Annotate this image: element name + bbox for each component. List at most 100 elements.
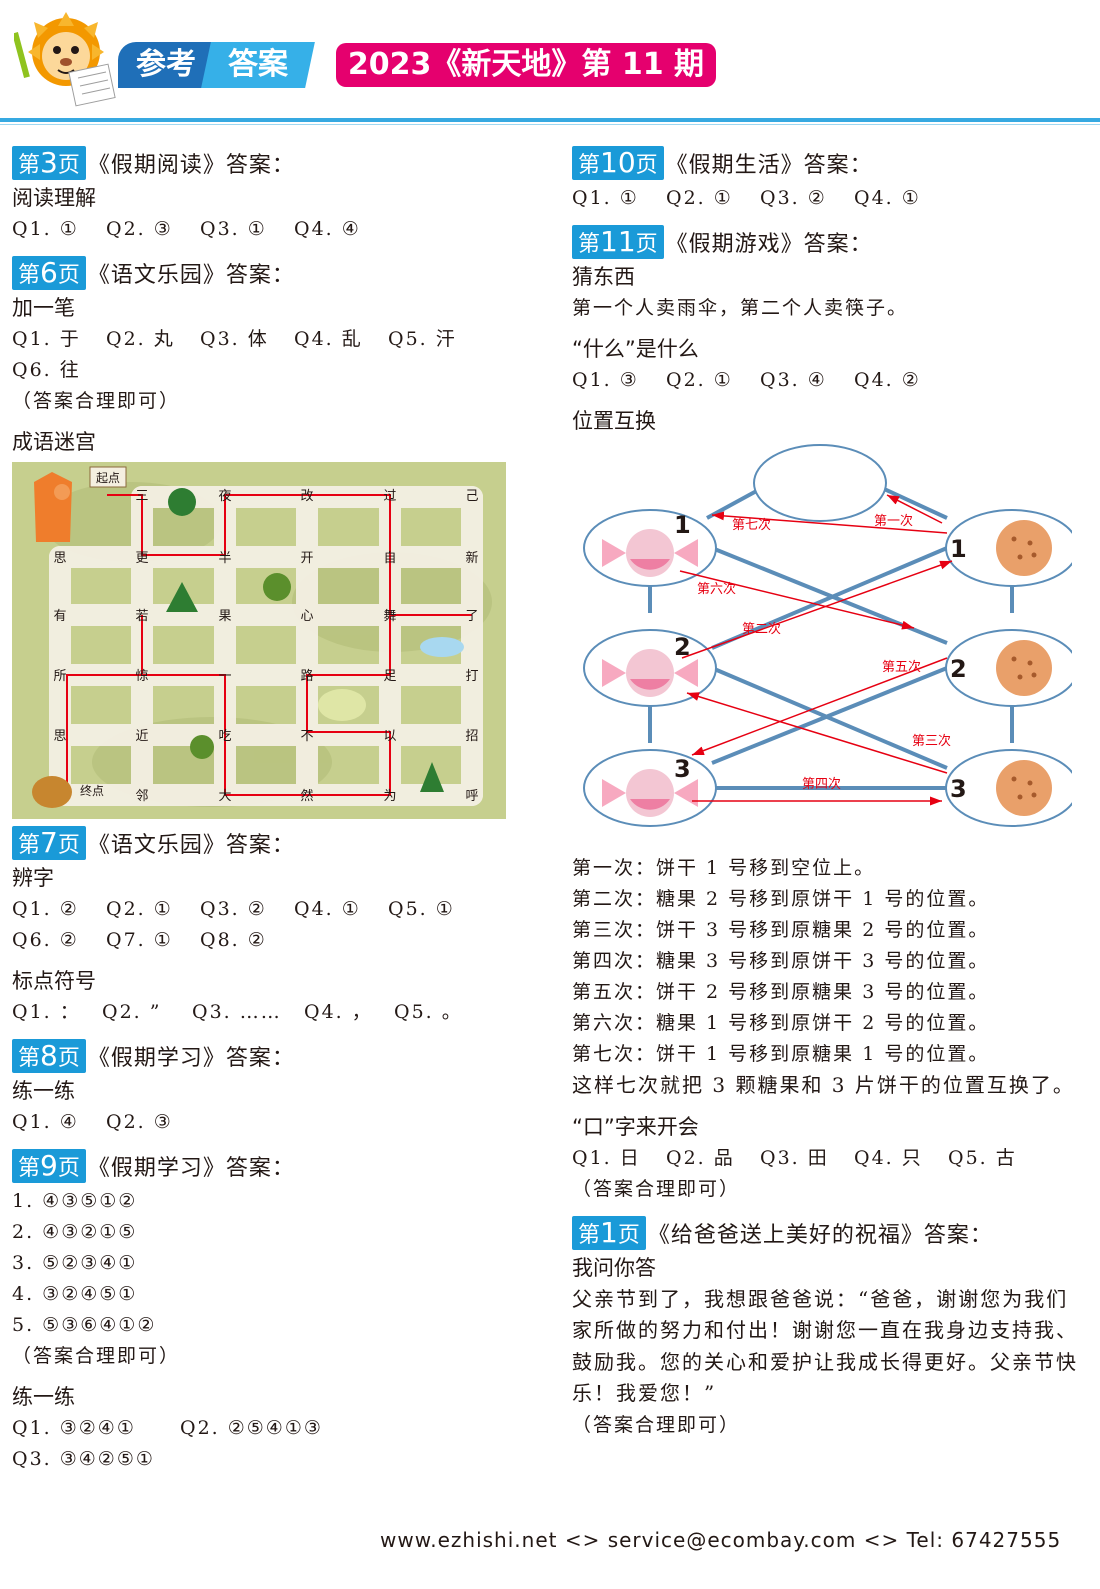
header-rule-thin [0,124,1100,125]
move-label: 第三次 [912,733,951,749]
answer-line: 2. ④③②①⑤ [12,1221,138,1243]
maze-char: 果 [218,609,231,624]
move-arrows [679,494,953,806]
step-line: 第七次：饼干 1 号移到原糖果 1 号的位置。 [572,1043,990,1065]
page-badge: 第10页 [572,146,664,180]
cookie-label: 2 [950,655,967,683]
maze-char: 思 [53,729,66,744]
maze-char: 夜 [218,489,231,504]
sub-heading: 位置互换 [572,409,656,433]
maze-char: 有 [53,609,66,624]
sub-heading: 练一练 [12,1385,75,1409]
section-title: 《假期学习》答案： [87,1046,295,1071]
answer-paragraph: 父亲节到了，我想跟爸爸说：“爸爸，谢谢您为我们家所做的努力和付出！谢谢您一直在我… [572,1286,1078,1406]
answer-line: Q1. ：Q2. ”Q3. ……Q4. ，Q5. 。 [12,1001,463,1023]
maze-char: 足 [383,669,396,684]
idiom-maze-image: 起点 终点 三夜改过己思更半开自新有若果心舞了所惊一路足打思近吃不以招邻大然为呼 [12,462,506,819]
step-summary: 这样七次就把 3 颗糖果和 3 片饼干的位置互换了。 [572,1073,1075,1097]
cookie-icon [996,520,1052,816]
move-label: 第五次 [882,659,921,675]
section-page-8: 第8页 《假期学习》答案： [12,1038,552,1074]
sub-heading: 成语迷宫 [12,430,96,454]
sub-heading: 阅读理解 [12,186,96,210]
move-label: 第七次 [732,517,771,533]
answer-text: 第一个人卖雨伞，第二个人卖筷子。 [572,297,909,319]
answer-line: 1. ④③⑤①② [12,1190,138,1212]
maze-char: 打 [465,669,478,684]
step-line: 第二次：糖果 2 号移到原饼干 1 号的位置。 [572,888,990,910]
candy-label: 3 [674,755,691,783]
section-page-3: 第3页 《假期阅读》答案： [12,145,552,181]
maze-char: 呼 [465,789,478,804]
maze-char: 若 [135,608,148,624]
maze-char: 过 [383,489,396,504]
answer-line: 5. ⑤③⑥④①② [12,1314,157,1336]
section-title: 《语文乐园》答案： [87,833,295,858]
sub-heading: 我问你答 [572,1255,656,1280]
step-line: 第一次：饼干 1 号移到空位上。 [572,857,876,879]
maze-char: 惊 [135,669,148,684]
squirrel-icon [34,472,72,542]
sub-heading: 练一练 [12,1079,75,1103]
maze-char: 邻 [135,789,148,804]
answer-note: （答案合理即可） [12,390,181,412]
section-title: 《语文乐园》答案： [87,263,295,288]
page-badge: 第1页 [572,1215,646,1250]
footer-contact: www.ezhishi.net <> service@ecombay.com <… [380,1528,1062,1552]
move-label: 第二次 [742,621,781,637]
section-title: 《假期游戏》答案： [665,232,873,257]
page-badge: 第6页 [12,256,86,290]
lion-mascot-icon [14,12,116,107]
maze-char: 然 [300,788,313,804]
maze-char: 舞 [383,609,396,624]
maze-characters: 三夜改过己思更半开自新有若果心舞了所惊一路足打思近吃不以招邻大然为呼 [53,489,478,804]
step-line: 第三次：饼干 3 号移到原糖果 2 号的位置。 [572,919,990,941]
header-rule [0,118,1100,122]
step-line: 第四次：糖果 3 号移到原饼干 3 号的位置。 [572,950,990,972]
issue-title: 2023《新天地》第 11 期 [336,43,716,87]
maze-char: 自 [383,551,396,566]
maze-char: 以 [383,729,396,744]
section-title: 《假期阅读》答案： [87,153,295,178]
candy-label: 1 [674,511,691,539]
maze-char: 为 [383,789,396,804]
answer-line: Q3. ③④②⑤① [12,1448,155,1470]
maze-char: 路 [300,668,313,684]
sub-heading: 加一笔 [12,296,75,320]
maze-char: 所 [53,669,66,684]
page-badge: 第11页 [572,225,664,259]
page-header: 参考 答案 2023《新天地》第 11 期 [0,0,1100,125]
section-page-6: 第6页 《语文乐园》答案： [12,255,552,291]
empty-slot [753,444,887,522]
section-page-11: 第11页 《假期游戏》答案： [572,224,1087,260]
maze-char: 心 [300,609,313,624]
cookie-label: 1 [950,535,967,563]
answer-note: （答案合理即可） [572,1177,741,1200]
step-line: 第五次：饼干 2 号移到原糖果 3 号的位置。 [572,981,990,1003]
maze-char: 了 [465,609,478,624]
maze-char: 不 [300,729,313,744]
answer-tab-label-2: 答案 [201,42,315,88]
maze-char: 改 [300,489,313,504]
answer-line: 4. ③②④⑤① [12,1283,138,1305]
maze-char: 招 [465,729,478,744]
move-label: 第四次 [802,776,841,792]
acorn-icon [32,776,72,808]
move-label: 第一次 [874,513,913,529]
section-page-1: 第1页 《给爸爸送上美好的祝福》答案： [572,1215,1087,1251]
maze-start-label: 起点 [96,471,120,485]
section-title: 《假期学习》答案： [87,1156,295,1181]
answer-note: （答案合理即可） [572,1413,741,1436]
maze-char: 吃 [218,728,231,744]
